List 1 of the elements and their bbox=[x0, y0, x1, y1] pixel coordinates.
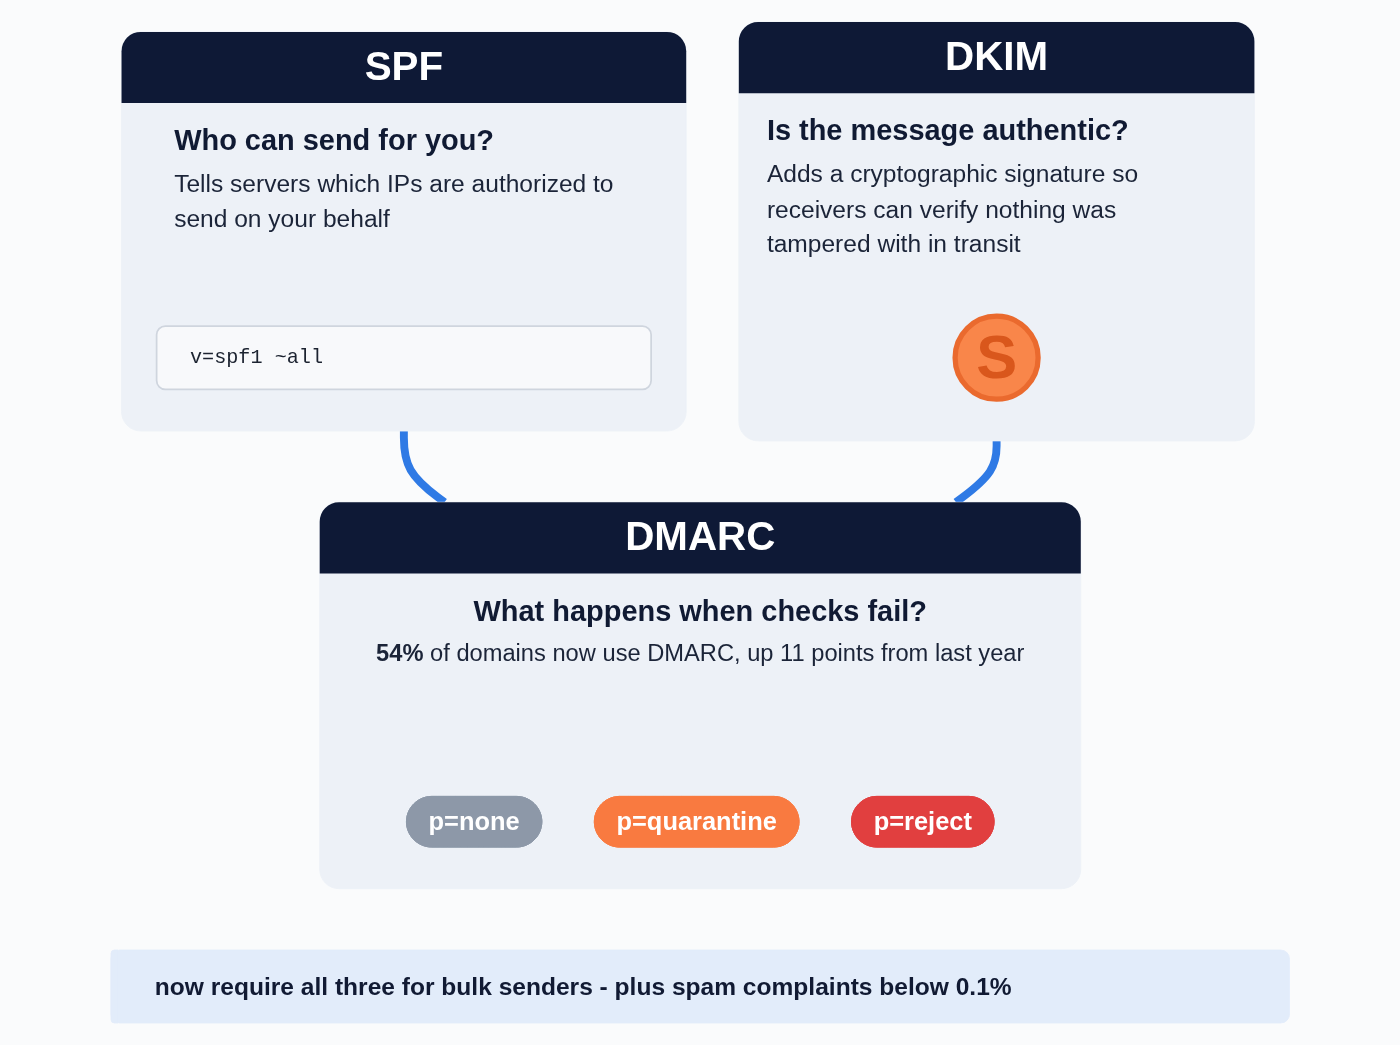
node-box: v=spf1 ~all bbox=[155, 325, 652, 391]
